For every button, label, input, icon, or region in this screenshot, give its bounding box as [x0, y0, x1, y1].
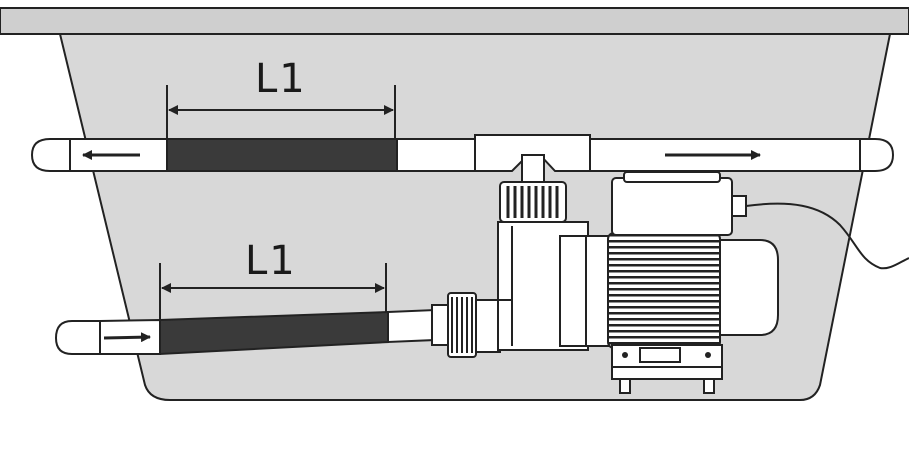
lower-inlet-cap — [54, 320, 101, 355]
upper-dimension-label: L1 — [255, 56, 307, 102]
power-cable — [745, 202, 909, 270]
upper-left-jet-cap — [30, 138, 71, 172]
upper-pipe-mid-segment — [396, 138, 476, 172]
lower-pipe — [54, 308, 436, 356]
upper-pipe — [30, 134, 895, 172]
pump-terminal-box — [611, 177, 733, 236]
upper-dimension: L1 — [166, 56, 396, 139]
upper-hose-l1 — [166, 138, 398, 172]
upper-right-jet-cap — [859, 138, 895, 172]
lower-dimension-label: L1 — [245, 238, 297, 284]
pump-motor-body — [607, 232, 721, 349]
lower-inlet-flow-arrow — [103, 332, 151, 343]
pump-cable-gland — [731, 195, 747, 217]
lower-dimension: L1 — [159, 238, 387, 320]
tub-rim — [0, 7, 909, 35]
pump-outlet-pipe — [521, 154, 545, 186]
pump-motor-end-cap — [719, 239, 779, 336]
pump — [431, 154, 779, 394]
pump-inlet-coupling — [431, 304, 449, 346]
lower-pipe-segment — [387, 308, 436, 344]
